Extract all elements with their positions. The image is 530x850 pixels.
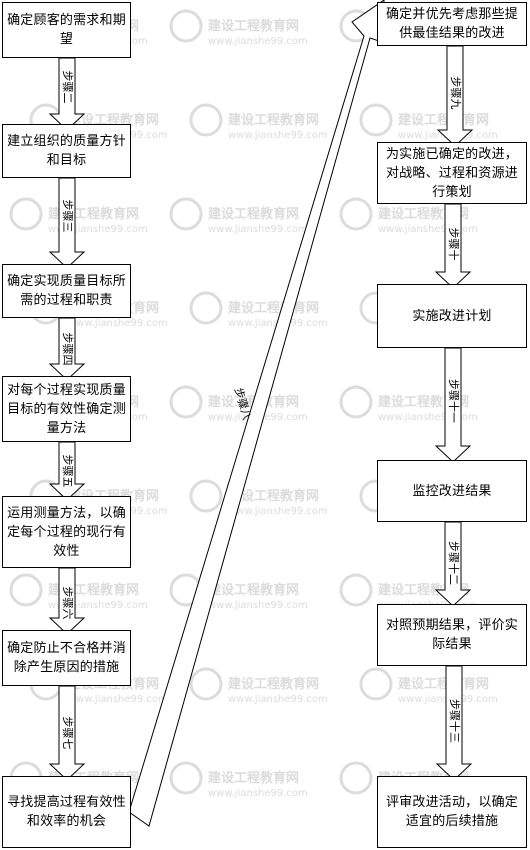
- svg-text:建设工程教育网: 建设工程教育网: [208, 582, 299, 598]
- flow-box-5: 运用测量方法，以确定每个过程的现行有效性: [2, 496, 131, 568]
- down-arrow: [434, 203, 472, 289]
- down-arrow: [48, 441, 86, 501]
- svg-text:www.jianshe99.com: www.jianshe99.com: [378, 412, 478, 423]
- flow-box-4-text: 对每个过程实现质量目标的有效性确定测量方法: [7, 382, 126, 436]
- flow-box-1: 确定顾客的需求和期望: [2, 2, 131, 58]
- flow-box-9: 为实施已确定的改进，对战略、过程和资源进行策划: [377, 142, 527, 204]
- flow-box-3-text: 确定实现质量目标所需的过程和职责: [7, 274, 126, 308]
- flow-box-12: 对照预期结果，评价实际结果: [377, 604, 527, 666]
- flow-box-11-text: 监控改进结果: [412, 483, 492, 499]
- step-label-7: 步骤七: [61, 716, 74, 750]
- down-arrow: [48, 317, 86, 381]
- watermark-mark: 建设工程教育网 www.jianshe99.com: [169, 197, 308, 235]
- flow-box-2: 建立组织的质量方针和目标: [2, 124, 131, 178]
- svg-text:www.jianshe99.com: www.jianshe99.com: [68, 694, 168, 705]
- svg-text:www.jianshe99.com: www.jianshe99.com: [228, 130, 328, 141]
- step-label-3: 步骤三: [61, 199, 74, 233]
- down-arrow: [434, 521, 472, 607]
- svg-text:建设工程教育网: 建设工程教育网: [228, 676, 319, 692]
- flow-box-12-text: 对照预期结果，评价实际结果: [385, 618, 518, 652]
- watermark-mark: 建设工程教育网 www.jianshe99.com: [169, 761, 308, 799]
- flow-box-7-text: 寻找提高过程有效性和效率的机会: [7, 795, 126, 829]
- down-arrow: [48, 685, 86, 781]
- svg-text:建设工程教育网: 建设工程教育网: [208, 206, 299, 222]
- step-label-4: 步骤四: [61, 332, 74, 366]
- svg-text:建设工程教育网: 建设工程教育网: [228, 112, 319, 128]
- flow-box-10-text: 实施改进计划: [412, 308, 492, 324]
- flow-box-11: 监控改进结果: [377, 460, 527, 522]
- watermark-mark: 建设工程教育网 www.jianshe99.com: [189, 479, 328, 517]
- flow-box-13-text: 评审改进活动，以确定适宜的后续措施: [385, 795, 518, 829]
- flow-box-6-text: 确定防止不合格并消除产生原因的措施: [7, 641, 126, 675]
- svg-text:www.jianshe99.com: www.jianshe99.com: [208, 788, 308, 799]
- step-label-5: 步骤五: [61, 454, 74, 488]
- flow-box-4: 对每个过程实现质量目标的有效性确定测量方法: [2, 376, 131, 442]
- svg-text:www.jianshe99.com: www.jianshe99.com: [228, 694, 328, 705]
- flow-box-8-text: 确定并优先考虑那些提供最佳结果的改进: [385, 7, 518, 41]
- step-label-12: 步骤十二: [447, 541, 460, 585]
- flow-box-2-text: 建立组织的质量方针和目标: [7, 134, 126, 168]
- step-label-13: 步骤十三: [448, 699, 461, 743]
- svg-text:建设工程教育网: 建设工程教育网: [228, 488, 319, 504]
- step-label-11: 步骤十一: [447, 379, 460, 423]
- svg-text:建设工程教育网: 建设工程教育网: [208, 18, 299, 34]
- down-arrow: [48, 177, 86, 269]
- down-arrow: [436, 45, 474, 147]
- svg-text:www.jianshe99.com: www.jianshe99.com: [48, 224, 148, 235]
- flow-box-1-text: 确定顾客的需求和期望: [7, 13, 126, 47]
- step-label-9: 步骤九: [449, 76, 462, 110]
- flow-box-5-text: 运用测量方法，以确定每个过程的现行有效性: [7, 505, 126, 559]
- down-arrow: [435, 665, 473, 781]
- down-arrow: [434, 347, 472, 463]
- flow-box-6: 确定防止不合格并消除产生原因的措施: [2, 630, 131, 686]
- flow-box-3: 确定实现质量目标所需的过程和职责: [2, 264, 131, 318]
- svg-text:www.jianshe99.com: www.jianshe99.com: [208, 600, 308, 611]
- svg-text:www.jianshe99.com: www.jianshe99.com: [208, 36, 308, 47]
- flow-box-7: 寻找提高过程有效性和效率的机会: [2, 776, 131, 848]
- flow-box-10: 实施改进计划: [377, 284, 527, 348]
- down-arrow: [48, 57, 86, 131]
- watermark-mark: 建设工程教育网 www.jianshe99.com: [189, 667, 328, 705]
- watermark-mark: 建设工程教育网 www.jianshe99.com: [189, 103, 328, 141]
- svg-text:建设工程教育网: 建设工程教育网: [398, 676, 489, 692]
- step-label-10: 步骤十: [447, 227, 460, 261]
- flow-box-8: 确定并优先考虑那些提供最佳结果的改进: [377, 2, 527, 46]
- step-label-2: 步骤二: [61, 70, 74, 104]
- watermark-mark: 建设工程教育网 www.jianshe99.com: [169, 9, 308, 47]
- diagonal-arrow: [128, 0, 385, 827]
- svg-text:www.jianshe99.com: www.jianshe99.com: [68, 318, 168, 329]
- svg-text:www.jianshe99.com: www.jianshe99.com: [378, 224, 478, 235]
- svg-text:www.jianshe99.com: www.jianshe99.com: [48, 600, 148, 611]
- down-arrow: [48, 567, 86, 635]
- flow-box-13: 评审改进活动，以确定适宜的后续措施: [377, 776, 527, 848]
- svg-text:建设工程教育网: 建设工程教育网: [228, 300, 319, 316]
- svg-text:www.jianshe99.com: www.jianshe99.com: [228, 506, 328, 517]
- step-label-6: 步骤六: [61, 586, 74, 620]
- svg-text:建设工程教育网: 建设工程教育网: [398, 112, 489, 128]
- svg-text:www.jianshe99.com: www.jianshe99.com: [208, 224, 308, 235]
- svg-text:建设工程教育网: 建设工程教育网: [208, 770, 299, 786]
- flow-box-9-text: 为实施已确定的改进，对战略、过程和资源进行策划: [385, 146, 518, 200]
